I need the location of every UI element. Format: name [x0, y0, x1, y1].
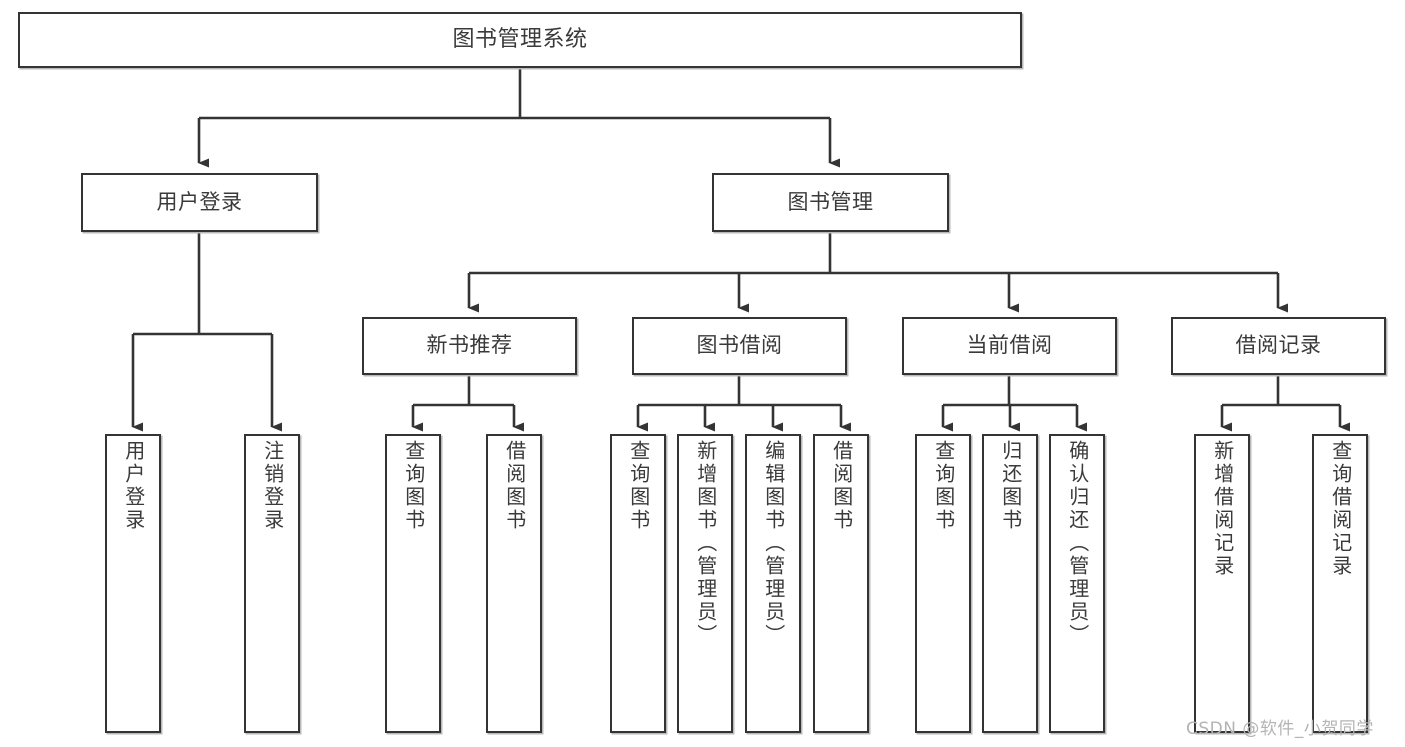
node-book-manage[interactable]: 图书管理	[712, 173, 949, 232]
node-leaf-query-borrow-record[interactable]: 查询借阅记录	[1312, 434, 1368, 733]
node-leaf-newbook-query-book[interactable]: 查询图书	[385, 434, 441, 733]
node-leaf-return-book[interactable]: 归还图书	[982, 434, 1038, 733]
node-leaf-current-query-book-label: 查询图书	[931, 440, 956, 532]
node-leaf-confirm-return-admin[interactable]: 确认归还（管理员）	[1049, 434, 1105, 733]
node-book-manage-label: 图书管理	[787, 189, 874, 214]
node-current-borrow[interactable]: 当前借阅	[902, 317, 1117, 375]
node-new-book-recommend[interactable]: 新书推荐	[362, 317, 577, 375]
node-book-borrow[interactable]: 图书借阅	[632, 317, 847, 375]
node-user-login-label: 用户登录	[156, 189, 243, 214]
node-borrow-record[interactable]: 借阅记录	[1171, 317, 1386, 375]
node-new-book-recommend-label: 新书推荐	[426, 333, 513, 358]
node-leaf-edit-book-admin[interactable]: 编辑图书（管理员）	[745, 434, 801, 733]
node-root-system[interactable]: 图书管理系统	[18, 12, 1022, 68]
node-leaf-borrow-query-book-label: 查询图书	[626, 440, 651, 532]
node-leaf-edit-book-admin-label: 编辑图书（管理员）	[761, 440, 786, 647]
node-book-borrow-label: 图书借阅	[696, 333, 783, 358]
csdn-watermark: CSDN @软件_小贺同学	[1186, 719, 1374, 739]
node-leaf-return-book-label: 归还图书	[998, 440, 1023, 532]
node-leaf-user-login-label: 用户登录	[121, 440, 146, 532]
node-user-login[interactable]: 用户登录	[81, 173, 318, 232]
node-leaf-user-login[interactable]: 用户登录	[105, 434, 161, 733]
node-leaf-confirm-return-admin-label: 确认归还（管理员）	[1065, 440, 1090, 647]
node-leaf-newbook-borrow-book[interactable]: 借阅图书	[486, 434, 542, 733]
node-borrow-record-label: 借阅记录	[1235, 333, 1322, 358]
node-leaf-borrow-query-book[interactable]: 查询图书	[610, 434, 666, 733]
node-leaf-add-book-admin-label: 新增图书（管理员）	[693, 440, 718, 647]
node-leaf-newbook-borrow-book-label: 借阅图书	[502, 440, 527, 532]
node-leaf-logout-label: 注销登录	[260, 440, 285, 532]
node-current-borrow-label: 当前借阅	[966, 333, 1053, 358]
node-leaf-borrow-book-label: 借阅图书	[829, 440, 854, 532]
node-leaf-add-borrow-record-label: 新增借阅记录	[1210, 440, 1235, 578]
node-leaf-add-borrow-record[interactable]: 新增借阅记录	[1194, 434, 1250, 733]
node-leaf-newbook-query-book-label: 查询图书	[401, 440, 426, 532]
node-leaf-borrow-book[interactable]: 借阅图书	[813, 434, 869, 733]
node-leaf-add-book-admin[interactable]: 新增图书（管理员）	[677, 434, 733, 733]
node-leaf-query-borrow-record-label: 查询借阅记录	[1328, 440, 1353, 578]
node-leaf-logout[interactable]: 注销登录	[244, 434, 300, 733]
node-root-system-label: 图书管理系统	[452, 26, 588, 52]
node-leaf-current-query-book[interactable]: 查询图书	[915, 434, 971, 733]
